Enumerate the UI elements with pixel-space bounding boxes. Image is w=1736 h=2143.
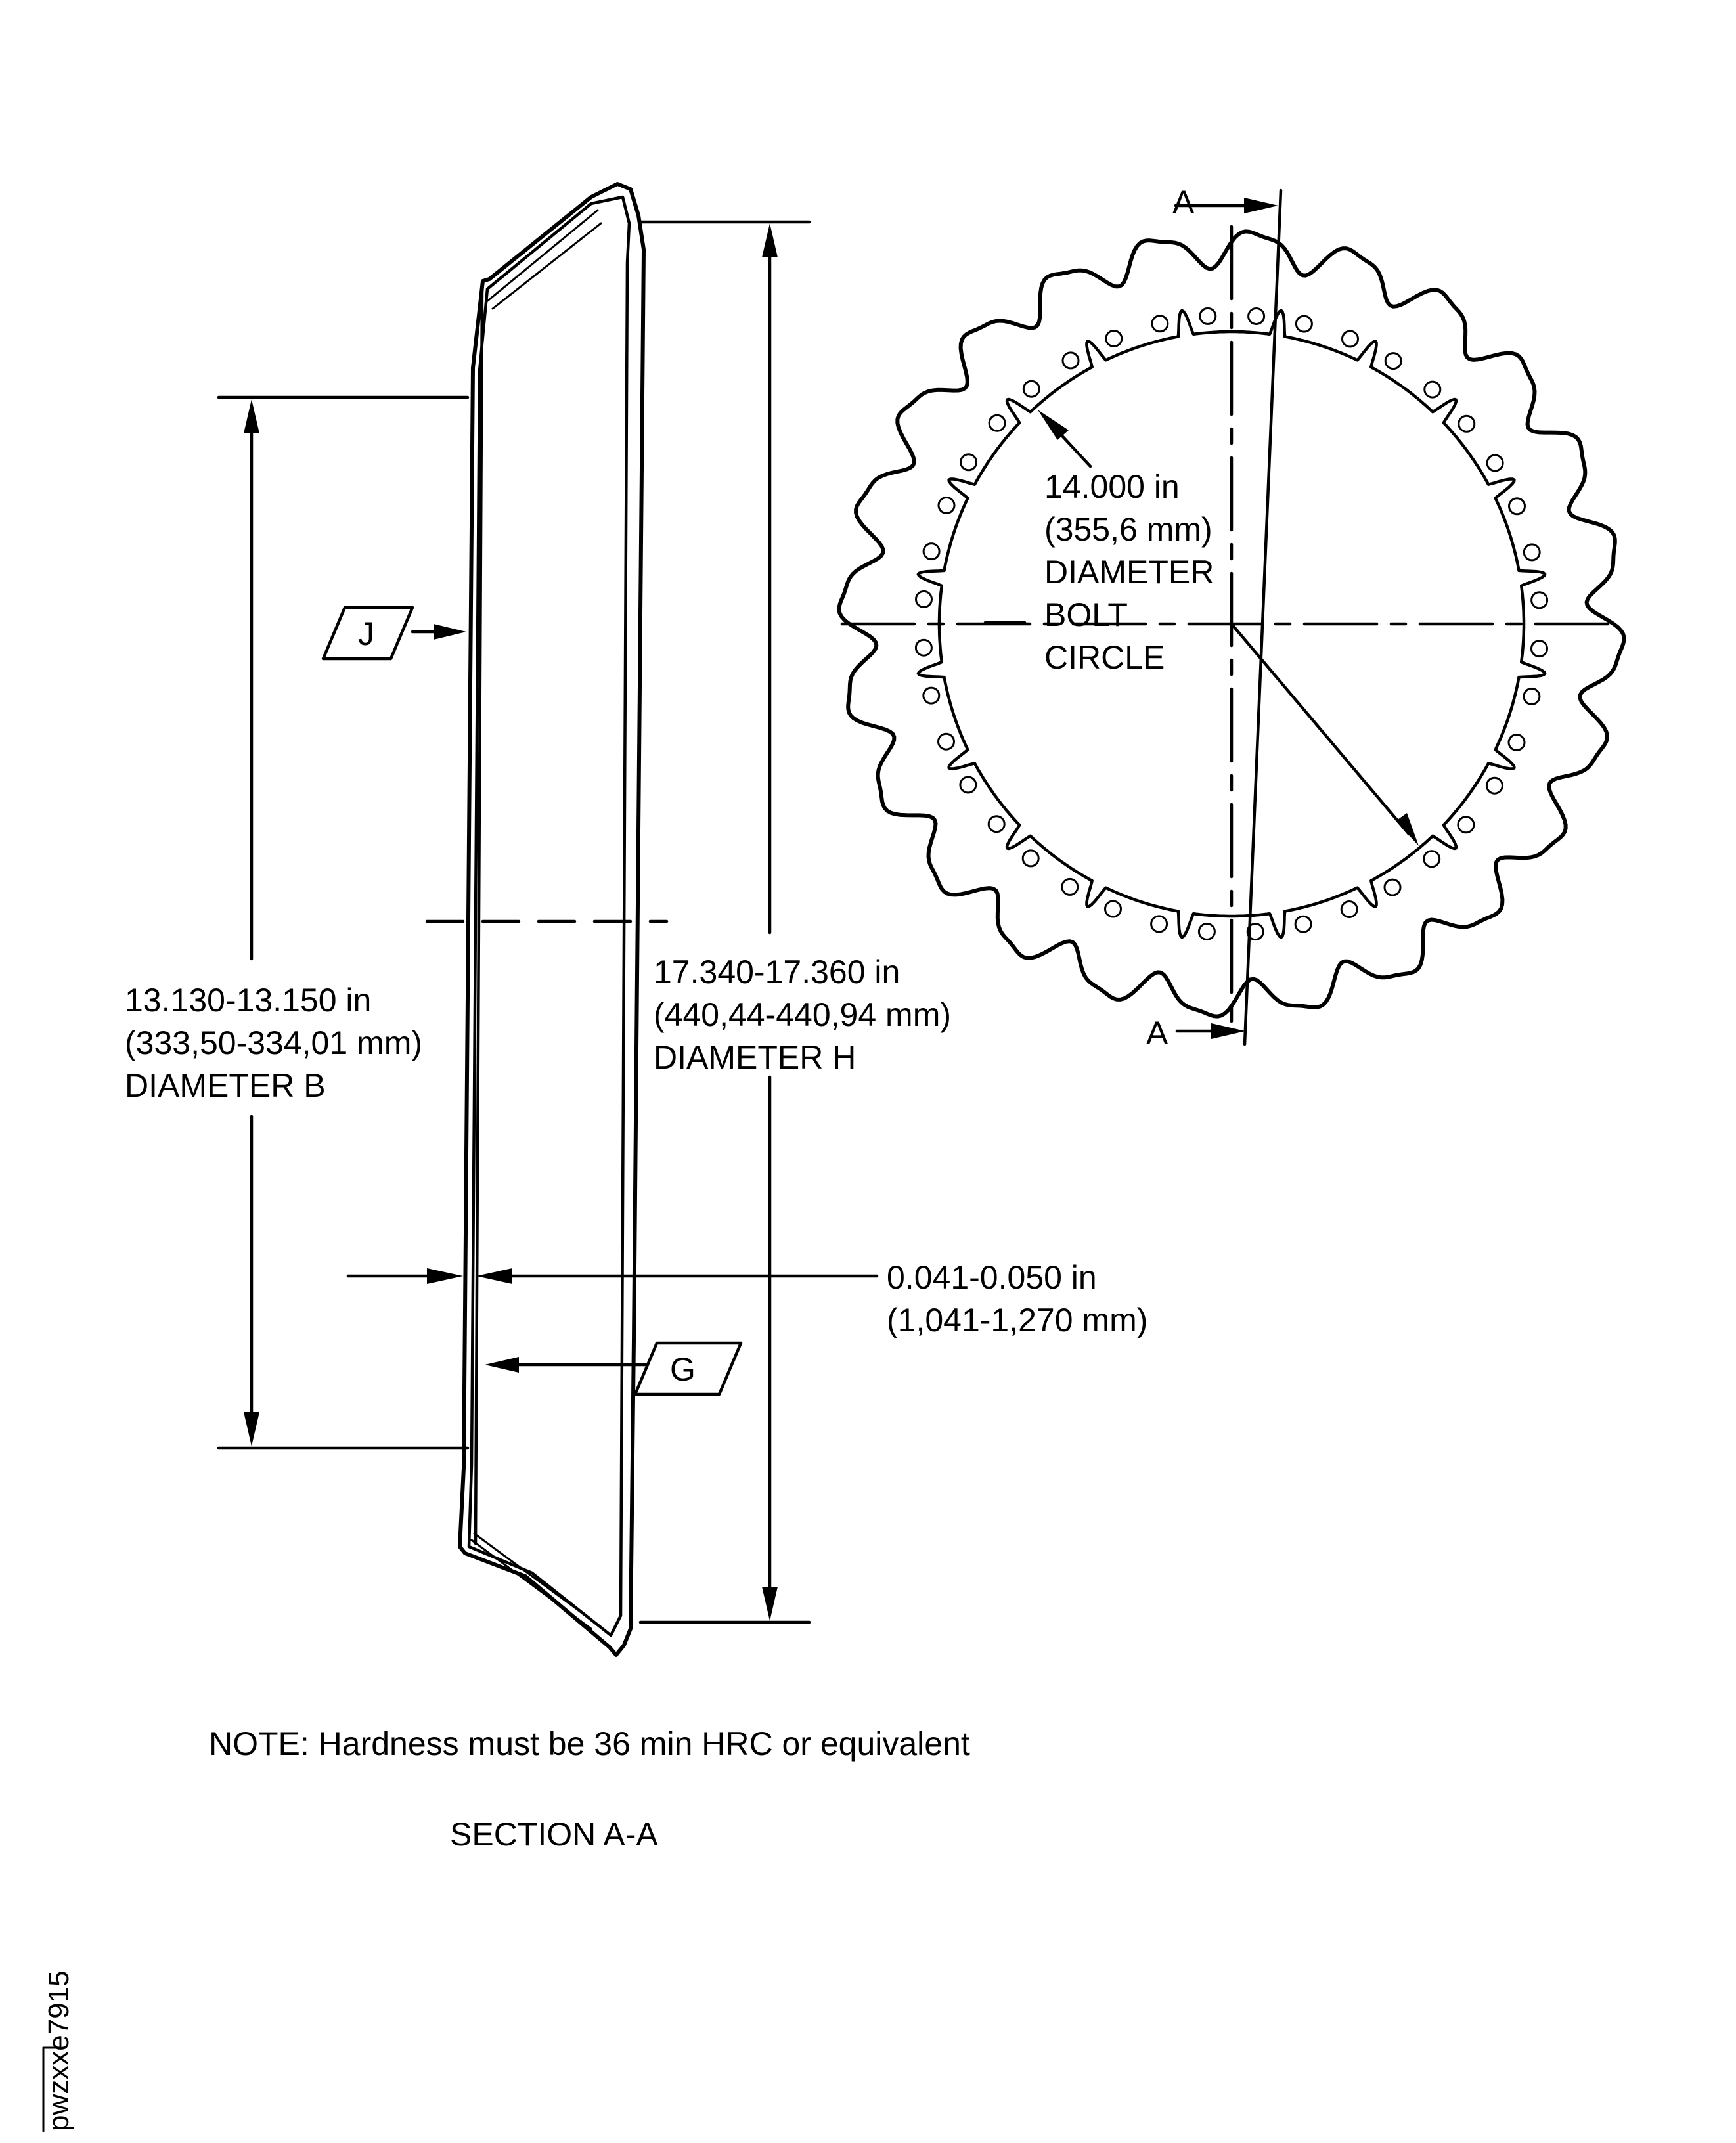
bolt-hole [1383,878,1402,896]
bolt-hole [1061,351,1080,370]
bolt-circle-inches: 14.000 in [1044,468,1180,505]
bolt-hole [914,638,933,657]
bolt-hole [1340,900,1358,918]
bolt-hole [1341,330,1359,348]
thickness-mm: (1,041-1,270 mm) [887,1302,1147,1338]
datum-g-letter: G [670,1351,696,1388]
bolt-hole [1199,307,1217,325]
bolt-hole [1061,877,1079,896]
bolt-hole [922,686,941,705]
bolt-hole [1150,915,1168,933]
section-marker-top: A [1172,184,1195,221]
bolt-hole [987,815,1006,833]
bolt-hole [1104,900,1122,918]
bolt-hole [1247,307,1266,325]
bolt-hole [1021,849,1040,868]
seal-section-profile [458,182,646,1657]
bolt-hole [1530,591,1549,609]
figure-id: pwzxxe7915 [43,1970,75,2131]
datum-j-flag [321,606,466,661]
diameter-h-dimension [425,220,811,1624]
bolt-hole [937,732,955,751]
diameter-b-mm: (333,50-334,01 mm) [125,1025,422,1061]
diameter-b-inches: 13.130-13.150 in [125,982,371,1019]
bolt-hole [1507,734,1526,751]
figure-id-group: pwzxxe7915 [42,1970,75,2132]
bolt-circle-label-3: CIRCLE [1044,639,1165,676]
diameter-h-mm: (440,44-440,94 mm) [654,996,951,1033]
bolt-hole [1197,923,1216,940]
bolt-holes [914,307,1549,941]
section-marker-bottom: A [1146,1015,1168,1051]
bolt-hole [960,453,978,472]
diameter-h-label: DIAMETER H [654,1039,856,1076]
bolt-hole [1423,380,1442,399]
bolt-hole [1508,497,1526,516]
bolt-hole [1022,380,1040,398]
datum-j-letter: J [358,615,374,652]
bolt-hole [1384,352,1402,370]
thickness-inches: 0.041-0.050 in [887,1259,1097,1296]
bolt-hole [1423,850,1441,868]
bolt-hole [1530,640,1548,658]
bolt-hole [959,776,977,794]
bolt-hole [1105,330,1123,347]
bolt-hole [1151,315,1169,333]
section-title: SECTION A-A [450,1816,658,1853]
bolt-circle-label-1: DIAMETER [1044,554,1214,590]
seal-front-view [837,188,1626,1046]
bolt-hole [1457,816,1475,834]
bolt-hole [937,497,956,514]
diameter-b-label: DIAMETER B [125,1067,326,1104]
bolt-hole [1246,923,1264,941]
hardness-note: NOTE: Hardness must be 36 min HRC or equ… [209,1725,970,1762]
diameter-b-dimension [217,395,470,1450]
bolt-hole [1295,315,1313,333]
bolt-circle-mm: (355,6 mm) [1044,511,1213,548]
thickness-dimension [346,1268,879,1284]
bolt-hole [922,542,941,561]
diameter-h-inches: 17.340-17.360 in [654,954,900,990]
bolt-circle-leader [983,410,1419,846]
bolt-hole [1294,915,1312,933]
bolt-hole [1485,776,1503,795]
bolt-circle-label-2: BOLT [1044,596,1128,633]
bolt-hole [988,414,1006,432]
bolt-hole [1458,414,1476,433]
bolt-hole [1523,687,1541,705]
bolt-hole [915,590,933,608]
bolt-hole [1523,543,1541,562]
bolt-hole [1486,454,1504,472]
datum-g-flag [485,1341,743,1396]
